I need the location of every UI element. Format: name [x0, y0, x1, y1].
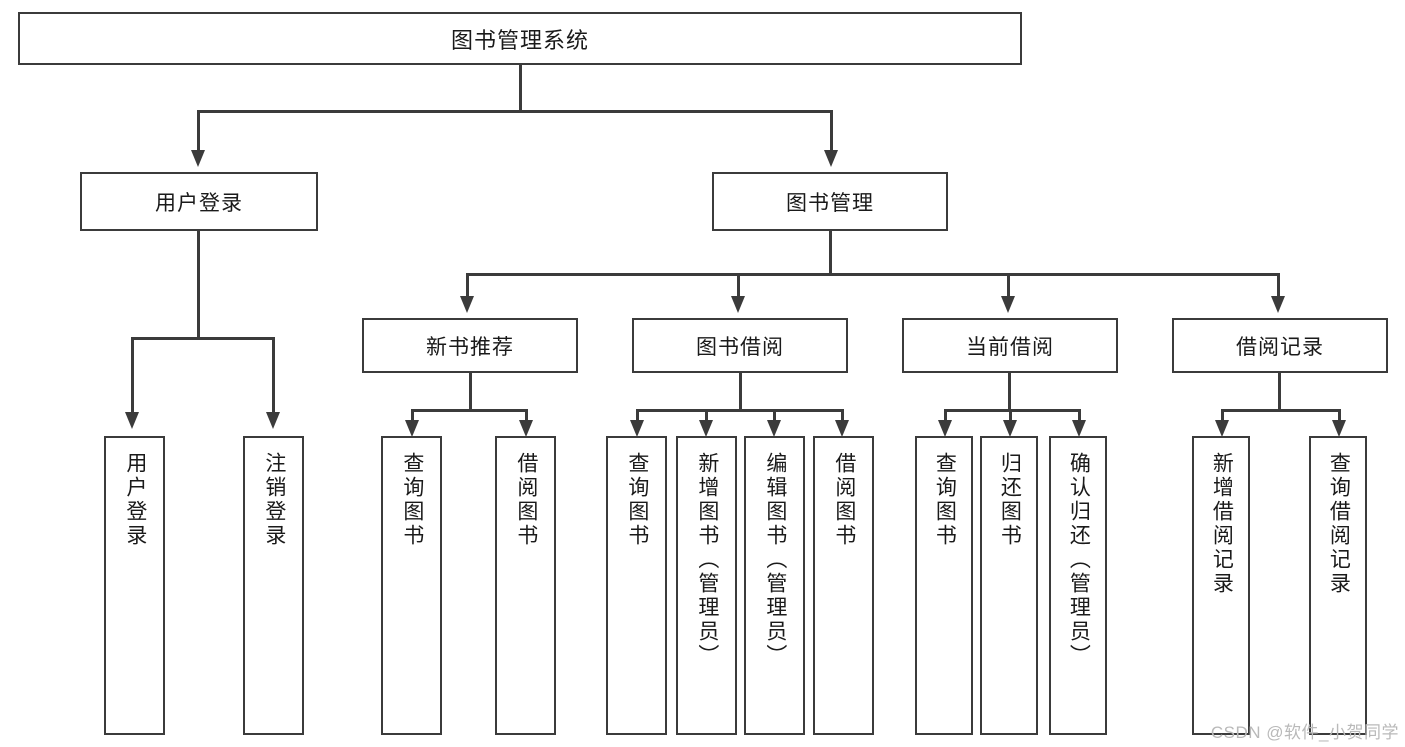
node-user-login[interactable]: 用户登录 — [80, 172, 318, 231]
leaf-book-borrow-add-book-admin[interactable]: 新增图书（管理员） — [676, 436, 737, 735]
leaf-user-login-login[interactable]: 用户登录 — [104, 436, 165, 735]
arrowhead-borrow-record-to-leaf-1 — [1215, 420, 1229, 437]
connector-current-borrow-to-leaf-2 — [1009, 409, 1012, 423]
connector-current-borrow-bar — [944, 409, 1081, 412]
arrowhead-root-to-user-login — [191, 150, 205, 167]
leaf-label: 确认归还（管理员） — [1067, 452, 1091, 668]
connector-new-book-to-leaf-1 — [411, 409, 414, 423]
arrowhead-current-borrow-to-leaf-2 — [1003, 420, 1017, 437]
leaf-book-borrow-query-book[interactable]: 查询图书 — [606, 436, 667, 735]
arrowhead-book-borrow-to-leaf-3 — [767, 420, 781, 437]
leaf-book-borrow-borrow-book[interactable]: 借阅图书 — [813, 436, 874, 735]
connector-root-bar — [197, 110, 833, 113]
connector-book-mgmt-to-lvl2-3 — [1007, 273, 1010, 298]
node-label: 图书借阅 — [696, 335, 784, 359]
arrowhead-book-borrow-to-leaf-4 — [835, 420, 849, 437]
leaf-current-borrow-return-book[interactable]: 归还图书 — [980, 436, 1038, 735]
connector-borrow-record-to-leaf-1 — [1221, 409, 1224, 423]
connector-new-book-stem — [469, 373, 472, 412]
connector-borrow-record-stem — [1278, 373, 1281, 412]
node-root-system[interactable]: 图书管理系统 — [18, 12, 1022, 65]
leaf-book-borrow-edit-book-admin[interactable]: 编辑图书（管理员） — [744, 436, 805, 735]
connector-book-mgmt-to-lvl2-1 — [466, 273, 469, 298]
connector-book-borrow-to-leaf-1 — [636, 409, 639, 423]
arrowhead-current-borrow-to-leaf-1 — [938, 420, 952, 437]
arrowhead-new-book-to-leaf-1 — [405, 420, 419, 437]
leaf-label: 查询借阅记录 — [1327, 452, 1351, 596]
leaf-label: 新增借阅记录 — [1210, 452, 1234, 596]
node-label: 图书管理 — [786, 191, 874, 215]
connector-book-borrow-to-leaf-4 — [841, 409, 844, 423]
leaf-label: 编辑图书（管理员） — [763, 452, 787, 668]
connector-book-mgmt-bar — [466, 273, 1280, 276]
node-label: 图书管理系统 — [450, 27, 589, 53]
node-book-borrow[interactable]: 图书借阅 — [632, 318, 848, 373]
connector-root-stem — [519, 65, 522, 111]
leaf-label: 借阅图书 — [514, 452, 538, 548]
node-new-book-recommend[interactable]: 新书推荐 — [362, 318, 578, 373]
connector-current-borrow-stem — [1008, 373, 1011, 412]
connector-current-borrow-to-leaf-1 — [944, 409, 947, 423]
leaf-new-book-borrow-book[interactable]: 借阅图书 — [495, 436, 556, 735]
connector-book-borrow-stem — [739, 373, 742, 412]
leaf-label: 注销登录 — [262, 452, 286, 548]
node-current-borrow[interactable]: 当前借阅 — [902, 318, 1118, 373]
arrowhead-book-mgmt-to-lvl2-3 — [1001, 296, 1015, 313]
leaf-current-borrow-query-book[interactable]: 查询图书 — [915, 436, 973, 735]
connector-root-to-book-mgmt — [830, 110, 833, 152]
connector-user-login-stem — [197, 231, 200, 339]
connector-new-book-bar — [411, 409, 528, 412]
connector-user-login-to-leaf-1 — [131, 337, 134, 414]
arrowhead-user-login-to-leaf-2 — [266, 412, 280, 429]
arrowhead-book-borrow-to-leaf-2 — [699, 420, 713, 437]
connector-new-book-to-leaf-2 — [525, 409, 528, 423]
csdn-watermark: CSDN @软件_小贺同学 — [1210, 723, 1399, 742]
leaf-label: 查询图书 — [400, 452, 424, 548]
connector-book-borrow-to-leaf-3 — [773, 409, 776, 423]
leaf-label: 查询图书 — [933, 452, 957, 548]
connector-borrow-record-bar — [1221, 409, 1341, 412]
arrowhead-borrow-record-to-leaf-2 — [1332, 420, 1346, 437]
connector-current-borrow-to-leaf-3 — [1078, 409, 1081, 423]
node-book-management[interactable]: 图书管理 — [712, 172, 948, 231]
connector-borrow-record-to-leaf-2 — [1338, 409, 1341, 423]
node-borrow-record[interactable]: 借阅记录 — [1172, 318, 1388, 373]
leaf-label: 借阅图书 — [832, 452, 856, 548]
arrowhead-book-mgmt-to-lvl2-1 — [460, 296, 474, 313]
leaf-borrow-record-add-record[interactable]: 新增借阅记录 — [1192, 436, 1250, 735]
node-label: 借阅记录 — [1236, 335, 1324, 359]
connector-user-login-bar — [131, 337, 275, 340]
connector-root-to-user-login — [197, 110, 200, 152]
connector-book-mgmt-to-lvl2-2 — [737, 273, 740, 298]
connector-user-login-to-leaf-2 — [272, 337, 275, 414]
arrowhead-current-borrow-to-leaf-3 — [1072, 420, 1086, 437]
leaf-new-book-query-book[interactable]: 查询图书 — [381, 436, 442, 735]
leaf-label: 归还图书 — [998, 452, 1022, 548]
leaf-borrow-record-query-record[interactable]: 查询借阅记录 — [1309, 436, 1367, 735]
connector-book-borrow-to-leaf-2 — [705, 409, 708, 423]
connector-book-borrow-bar — [636, 409, 844, 412]
arrowhead-user-login-to-leaf-1 — [125, 412, 139, 429]
arrowhead-root-to-book-mgmt — [824, 150, 838, 167]
connector-book-mgmt-stem — [829, 231, 832, 275]
arrowhead-book-mgmt-to-lvl2-4 — [1271, 296, 1285, 313]
leaf-current-borrow-confirm-return-admin[interactable]: 确认归还（管理员） — [1049, 436, 1107, 735]
arrowhead-book-borrow-to-leaf-1 — [630, 420, 644, 437]
node-label: 新书推荐 — [426, 335, 514, 359]
leaf-label: 新增图书（管理员） — [695, 452, 719, 668]
node-label: 用户登录 — [155, 191, 243, 215]
connector-book-mgmt-to-lvl2-4 — [1277, 273, 1280, 298]
leaf-label: 用户登录 — [123, 452, 147, 548]
arrowhead-new-book-to-leaf-2 — [519, 420, 533, 437]
leaf-user-login-logout[interactable]: 注销登录 — [243, 436, 304, 735]
node-label: 当前借阅 — [966, 335, 1054, 359]
arrowhead-book-mgmt-to-lvl2-2 — [731, 296, 745, 313]
leaf-label: 查询图书 — [625, 452, 649, 548]
